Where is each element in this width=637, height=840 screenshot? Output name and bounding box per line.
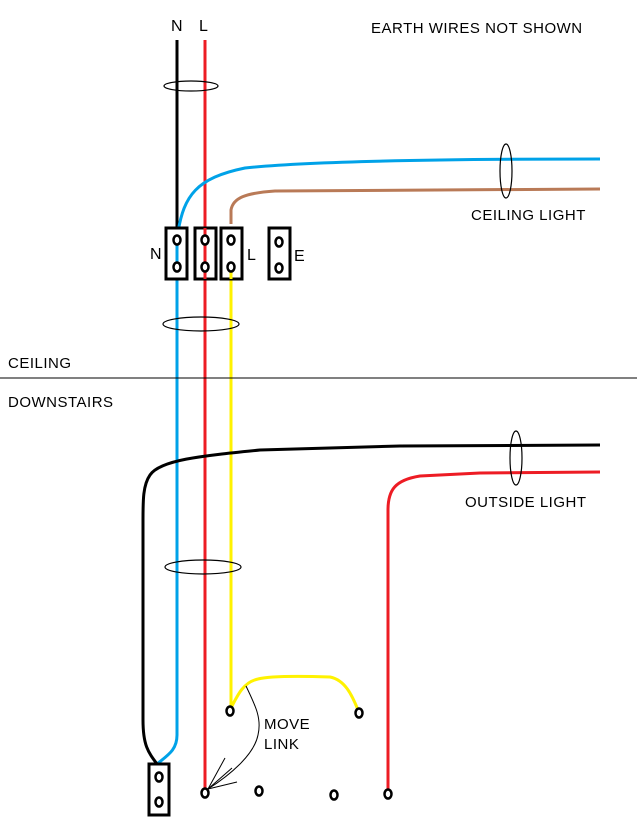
downstairs-connector-block — [147, 762, 171, 817]
switch-terminal-outside — [383, 788, 393, 800]
move-link-label-line1: MOVE — [264, 716, 310, 733]
blue-wire-tail — [156, 734, 179, 766]
switch-terminal-common — [200, 787, 210, 799]
outside-light-black-wire — [141, 443, 601, 765]
earth-wires-note: EARTH WIRES NOT SHOWN — [371, 20, 583, 37]
terminal-block-earth — [267, 226, 292, 281]
move-link-label-line2: LINK — [264, 736, 299, 753]
supply-cable-sleeve — [163, 80, 219, 92]
switch-terminal-2 — [254, 785, 264, 797]
terminal-block-live — [219, 226, 244, 281]
ceiling-light-label: CEILING LIGHT — [471, 207, 586, 224]
outside-light-cable-sleeve — [509, 430, 523, 486]
switch-terminal-link-right — [354, 707, 364, 719]
switch-terminal-3 — [329, 789, 339, 801]
switch-link-yellow-wire — [229, 674, 360, 711]
zone-label-ceiling: CEILING — [8, 355, 72, 372]
terminal-label-earth: E — [294, 248, 305, 265]
terminal-label-neutral: N — [150, 246, 162, 263]
outside-light-label: OUTSIDE LIGHT — [465, 494, 587, 511]
outside-light-red-wire — [386, 470, 601, 792]
switch-terminal-link-left — [225, 705, 235, 717]
terminal-block-live-supply — [193, 226, 218, 281]
ceiling-light-brown-wire — [229, 187, 601, 224]
supply-label-live: L — [199, 18, 208, 35]
zone-label-downstairs: DOWNSTAIRS — [8, 394, 114, 411]
downstairs-cable-sleeve — [164, 559, 242, 575]
supply-label-neutral: N — [171, 18, 183, 35]
terminal-label-live: L — [247, 247, 256, 264]
switch-drop-cable-sleeve — [162, 316, 240, 332]
ceiling-light-cable-sleeve — [499, 143, 513, 199]
terminal-block-neutral — [164, 226, 189, 281]
move-link-arrow — [207, 685, 260, 790]
ceiling-light-blue-wire — [176, 157, 601, 233]
